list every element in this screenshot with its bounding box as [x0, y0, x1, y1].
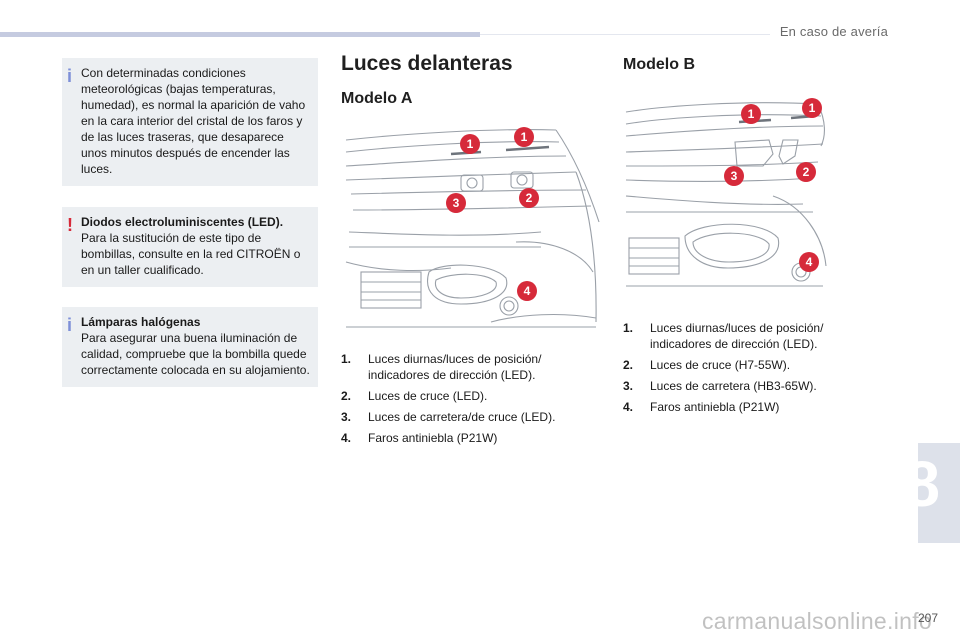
model-b-parts-list: 1.Luces diurnas/luces de posición/ indic…	[623, 320, 843, 420]
callout-1b: 1	[514, 127, 534, 147]
note-text: Para asegurar una buena iluminación de c…	[81, 331, 310, 377]
headlight-figure-b: 1 1 2 3 4	[623, 96, 828, 314]
page-title: Luces delanteras	[341, 52, 513, 75]
model-b-title: Modelo B	[623, 56, 695, 73]
list-item: 2.Luces de cruce (LED).	[341, 389, 488, 403]
warning-icon: !	[67, 215, 73, 235]
chapter-number: 8	[904, 448, 940, 520]
callout-2: 2	[796, 162, 816, 182]
list-item: 3.Luces de carretera/de cruce (LED).	[341, 410, 556, 424]
note-text: Con determinadas condiciones meteorológi…	[81, 66, 306, 176]
model-a-parts-list: 1.Luces diurnas/luces de posición/ indic…	[341, 351, 591, 451]
note-halogen: i Lámparas halógenas Para asegurar una b…	[62, 307, 318, 387]
callout-1b: 1	[802, 98, 822, 118]
note-text: Para la sustitución de este tipo de bomb…	[81, 231, 301, 277]
section-title: En caso de avería	[779, 24, 888, 39]
callout-2: 2	[519, 188, 539, 208]
info-icon: i	[67, 66, 73, 86]
list-item: 1.Luces diurnas/luces de posición/ indic…	[341, 352, 542, 382]
list-item: 4.Faros antiniebla (P21W)	[341, 431, 498, 445]
callout-3: 3	[724, 166, 744, 186]
callout-3: 3	[446, 193, 466, 213]
list-item: 1.Luces diurnas/luces de posición/ indic…	[623, 321, 824, 351]
note-title: Diodos electroluminiscentes (LED).	[81, 215, 284, 229]
note-led: ! Diodos electroluminiscentes (LED). Par…	[62, 207, 318, 287]
list-item: 3.Luces de carretera (HB3-65W).	[623, 379, 817, 393]
callout-4: 4	[517, 281, 537, 301]
callout-1a: 1	[460, 134, 480, 154]
list-item: 2.Luces de cruce (H7-55W).	[623, 358, 791, 372]
callout-4: 4	[799, 252, 819, 272]
model-a-title: Modelo A	[341, 90, 413, 107]
headlight-figure-a: 1 1 2 3 4	[341, 122, 603, 342]
note-title: Lámparas halógenas	[81, 315, 201, 329]
callout-1a: 1	[741, 104, 761, 124]
list-item: 4.Faros antiniebla (P21W)	[623, 400, 780, 414]
info-icon: i	[67, 315, 73, 335]
note-condensation: i Con determinadas condiciones meteoroló…	[62, 58, 318, 186]
chapter-tab	[918, 443, 960, 543]
header-bar	[0, 32, 480, 37]
watermark: carmanualsonline.info	[701, 608, 932, 634]
header-rule	[480, 34, 770, 35]
page-number: 207	[917, 611, 938, 625]
